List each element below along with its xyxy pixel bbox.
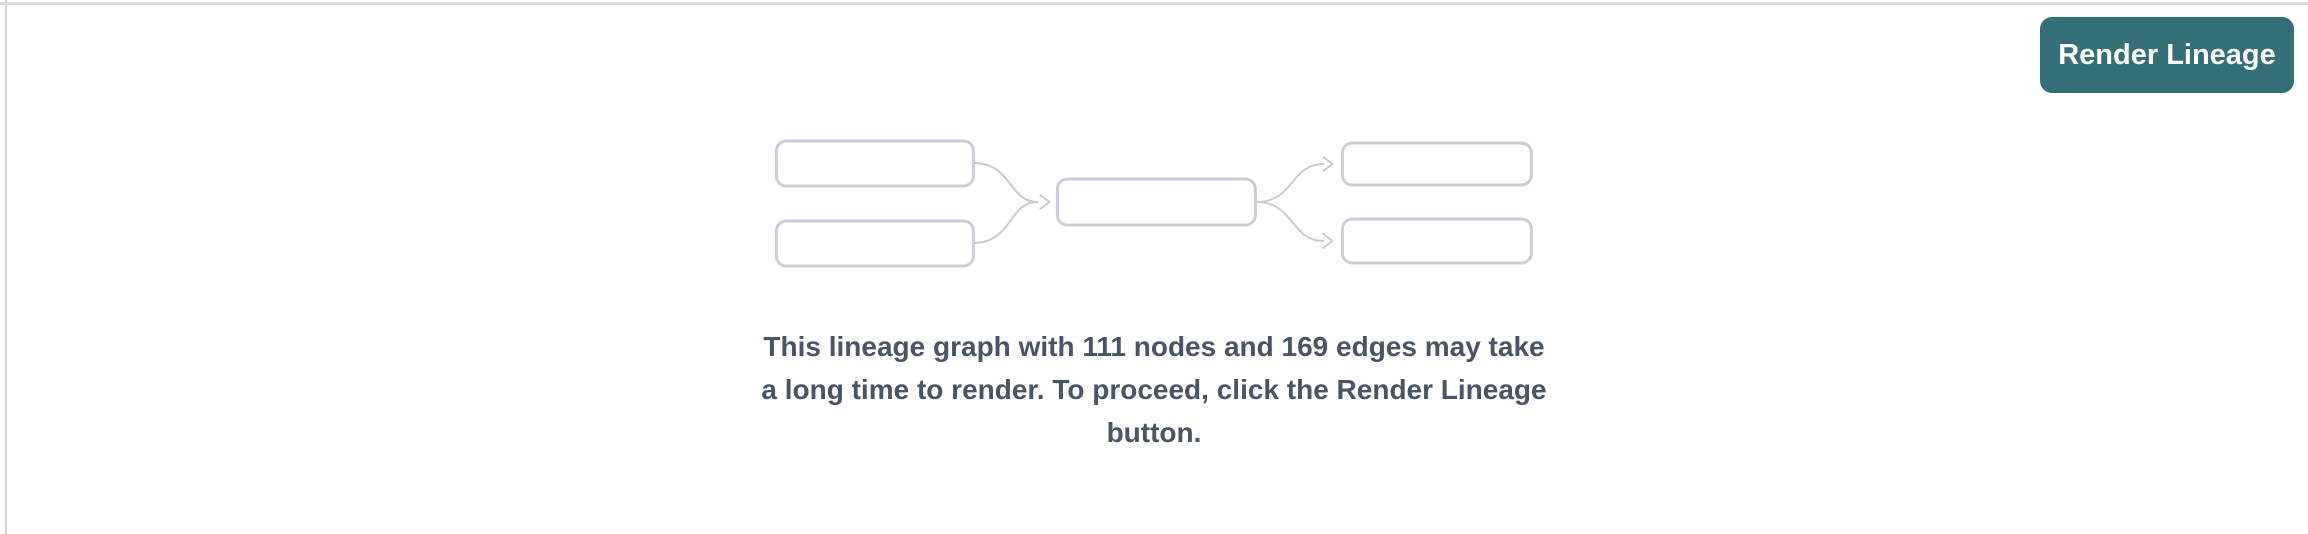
- lineage-warning-message: This lineage graph with 111 nodes and 16…: [761, 325, 1546, 454]
- graph-node: [774, 139, 975, 188]
- graph-node: [1340, 217, 1533, 265]
- panel-top-border: [0, 2, 2308, 5]
- graph-node: [774, 219, 975, 268]
- graph-edge: [1255, 201, 1324, 242]
- warning-message-line: button.: [1106, 417, 1202, 448]
- lineage-graph-placeholder-icon: [774, 139, 1533, 268]
- graph-edge: [1255, 163, 1324, 203]
- graph-node: [1055, 177, 1257, 227]
- left-panel-divider: [5, 0, 7, 534]
- render-lineage-button[interactable]: Render Lineage: [2040, 17, 2294, 93]
- edge-arrow-icon: [1039, 194, 1050, 210]
- warning-message-line: This lineage graph with 111 nodes and 16…: [763, 331, 1545, 362]
- graph-node: [1340, 141, 1533, 187]
- edge-arrow-icon: [1322, 233, 1333, 249]
- graph-edge: [972, 201, 1038, 244]
- lineage-placeholder: This lineage graph with 111 nodes and 16…: [761, 139, 1547, 454]
- graph-edges: [972, 156, 1333, 249]
- edge-arrow-icon: [1322, 156, 1333, 172]
- graph-edge: [972, 162, 1038, 203]
- graph-nodes: [774, 139, 1533, 268]
- warning-message-line: a long time to render. To proceed, click…: [761, 374, 1547, 405]
